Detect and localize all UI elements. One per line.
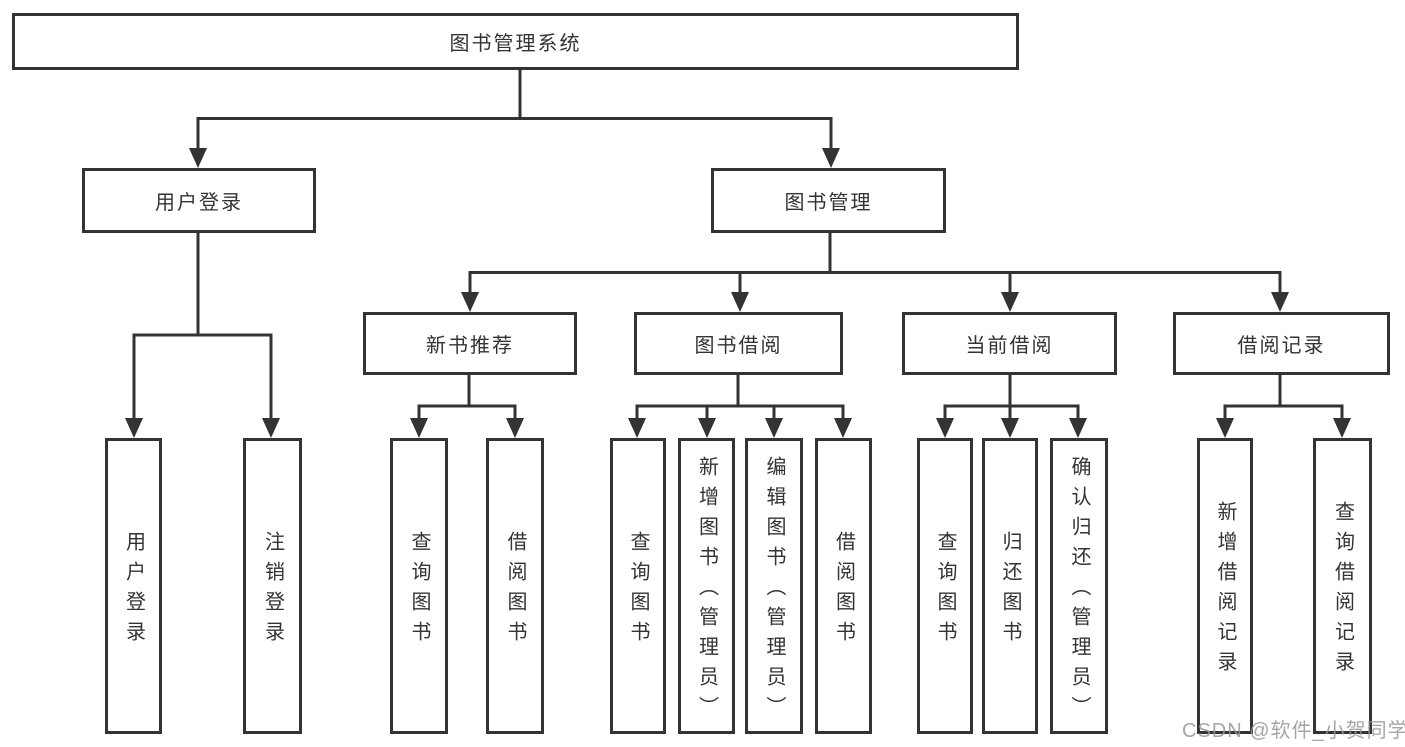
- node-current-borrow: 当前借阅: [902, 312, 1117, 375]
- node-label: 查询图书: [934, 531, 956, 651]
- leaf-borrow-books: 借阅图书: [815, 438, 872, 734]
- node-new-book-recommend: 新书推荐: [363, 312, 577, 375]
- node-borrow-records: 借阅记录: [1173, 312, 1390, 375]
- node-label: 查询图书: [627, 531, 649, 651]
- leaf-logout-login: 注销登录: [243, 438, 302, 734]
- node-label: 查询图书: [408, 531, 430, 651]
- node-label: 查询借阅记录: [1331, 501, 1354, 681]
- node-label: 确认归还（管理员）: [1068, 456, 1090, 726]
- leaf-query-borrow-record: 查询借阅记录: [1313, 438, 1372, 734]
- node-label: 图书管理: [784, 192, 873, 214]
- node-label: 借阅图书: [832, 531, 855, 651]
- node-label: 当前借阅: [965, 335, 1054, 357]
- leaf-borrow-books-recommend: 借阅图书: [486, 438, 544, 734]
- csdn-watermark: CSDN @软件_小贺同学: [1182, 720, 1405, 742]
- leaf-add-books-admin: 新增图书（管理员）: [678, 438, 735, 734]
- node-label: 图书借阅: [694, 335, 783, 357]
- node-label: 新书推荐: [426, 335, 514, 357]
- leaf-add-borrow-record: 新增借阅记录: [1197, 438, 1253, 734]
- node-label: 新增借阅记录: [1214, 501, 1236, 681]
- node-label: 借阅图书: [504, 531, 526, 651]
- node-book-management: 图书管理: [711, 168, 946, 233]
- node-label: 新增图书（管理员）: [695, 456, 718, 726]
- node-label: 用户登录: [122, 531, 145, 651]
- node-label: 图书管理系统: [449, 33, 582, 55]
- node-label: 编辑图书（管理员）: [763, 456, 785, 726]
- node-label: 注销登录: [261, 531, 284, 651]
- node-book-borrow: 图书借阅: [634, 312, 843, 375]
- node-label: 用户登录: [155, 192, 243, 214]
- leaf-query-books-borrow: 查询图书: [610, 438, 666, 734]
- leaf-query-books-recommend: 查询图书: [390, 438, 448, 734]
- leaf-edit-books-admin: 编辑图书（管理员）: [745, 438, 803, 734]
- node-label: 归还图书: [999, 531, 1021, 651]
- leaf-query-books-current: 查询图书: [917, 438, 973, 734]
- leaf-confirm-return-admin: 确认归还（管理员）: [1050, 438, 1108, 734]
- node-label: 借阅记录: [1237, 335, 1326, 357]
- node-library-management-system: 图书管理系统: [12, 13, 1019, 70]
- leaf-user-login: 用户登录: [105, 438, 162, 734]
- node-user-login: 用户登录: [82, 168, 316, 233]
- leaf-return-books: 归还图书: [982, 438, 1038, 734]
